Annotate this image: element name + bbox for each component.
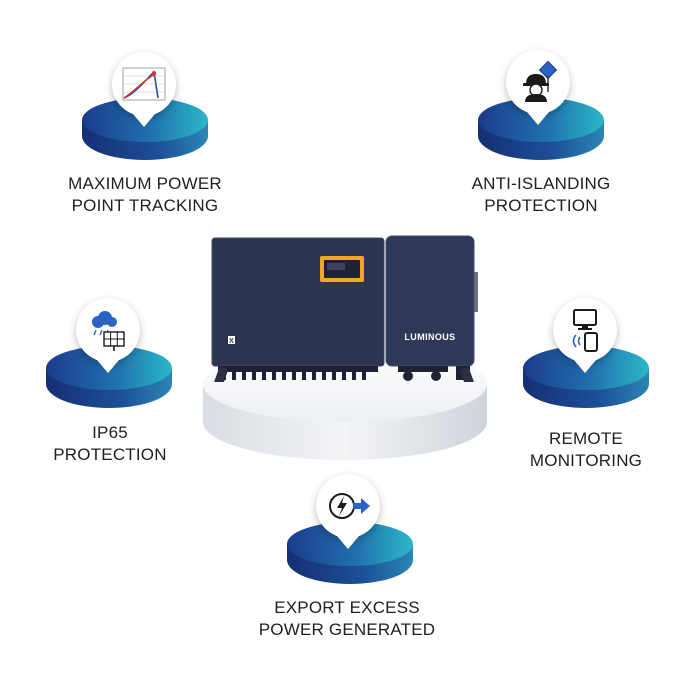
remote-icon-bubble	[553, 298, 617, 362]
export-label: EXPORT EXCESS POWER GENERATED	[240, 597, 454, 641]
mppt-icon-bubble	[112, 52, 176, 116]
anti-islanding-label: ANTI-ISLANDING PROTECTION	[441, 173, 641, 217]
product-badge: X	[229, 338, 234, 345]
ip65-label-line-1: IP65	[92, 423, 128, 442]
anti-islanding-label-line-2: PROTECTION	[484, 196, 598, 215]
mppt-label-line-1: MAXIMUM POWER	[68, 174, 222, 193]
anti-islanding-icon-bubble	[506, 50, 570, 114]
mppt-curve-icon	[122, 67, 166, 101]
mppt-label: MAXIMUM POWER POINT TRACKING	[45, 173, 245, 217]
safety-worker-icon	[523, 60, 558, 102]
ip65-label: IP65 PROTECTION	[10, 422, 210, 466]
export-label-line-1: EXPORT EXCESS	[274, 598, 420, 617]
ip65-label-line-2: PROTECTION	[53, 445, 167, 464]
remote-label-line-1: REMOTE	[549, 429, 623, 448]
export-icon-bubble	[316, 474, 380, 538]
export-label-line-2: POWER GENERATED	[258, 620, 436, 639]
product-brand: LUMINOUS	[404, 332, 455, 342]
blue-disc	[46, 346, 172, 408]
anti-islanding-label-line-1: ANTI-ISLANDING	[471, 174, 611, 193]
monitor-phone-icon	[572, 309, 598, 352]
blue-disc	[82, 98, 208, 160]
power-export-icon	[329, 493, 370, 519]
remote-label: REMOTE MONITORING	[493, 428, 679, 472]
remote-label-line-2: MONITORING	[529, 451, 643, 470]
mppt-label-line-2: POINT TRACKING	[71, 196, 219, 215]
blue-disc	[287, 522, 413, 584]
inverter-product: X LUMINOUS	[211, 235, 478, 382]
ip65-icon-bubble	[76, 298, 140, 362]
weather-solar-panel-icon	[92, 311, 125, 351]
